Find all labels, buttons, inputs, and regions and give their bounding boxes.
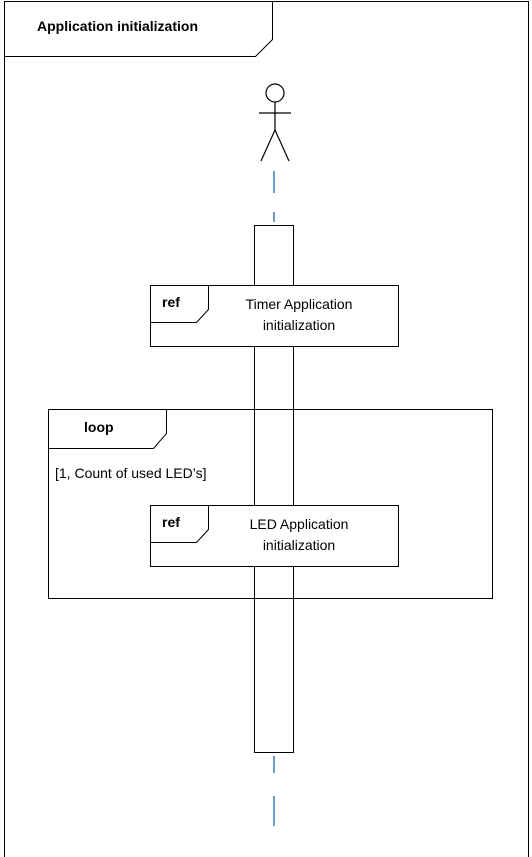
loop-fragment bbox=[48, 409, 493, 599]
frame-title-tab bbox=[4, 1, 273, 57]
loop-tag-box bbox=[48, 409, 167, 449]
ref-tag-box-timer bbox=[150, 285, 209, 323]
ref-timer-text-1: Timer Application bbox=[245, 296, 353, 312]
ref-led-text-1: LED Application bbox=[249, 516, 349, 532]
ref-tag-box-led bbox=[150, 505, 209, 543]
loop-tag: loop bbox=[84, 419, 114, 435]
ref-timer-text-2: initialization bbox=[262, 317, 336, 333]
ref-led-text-2: initialization bbox=[262, 537, 336, 553]
ref-led-tag: ref bbox=[162, 514, 180, 530]
ref-timer-tag: ref bbox=[162, 294, 180, 310]
loop-guard: [1, Count of used LED’s] bbox=[55, 465, 207, 481]
actor-icon bbox=[259, 83, 291, 162]
frame-title: Application initialization bbox=[37, 18, 198, 34]
